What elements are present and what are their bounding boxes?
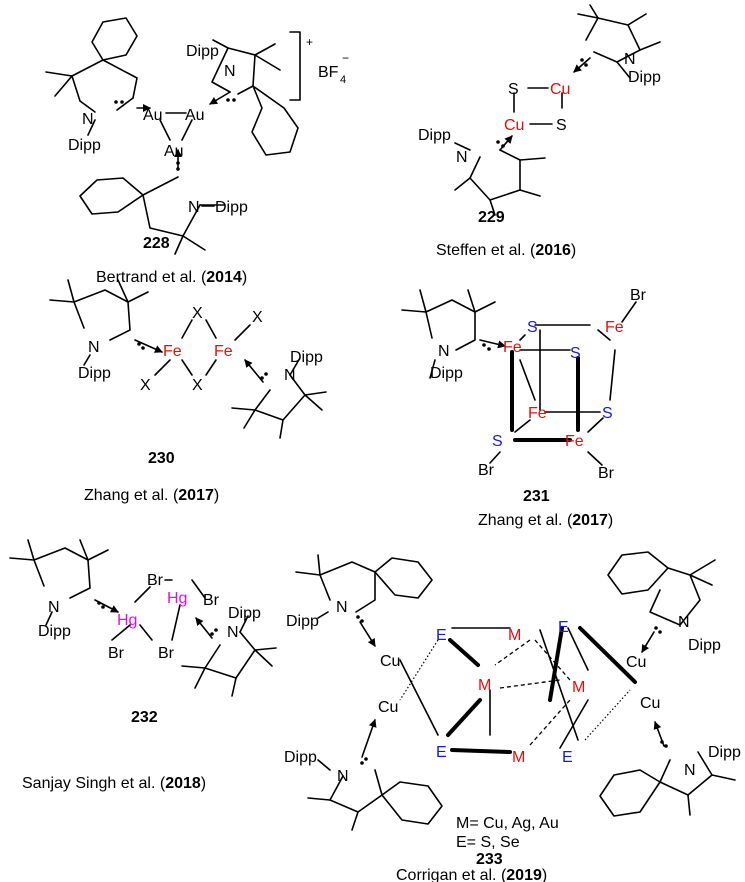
bf4-label: BF: [318, 64, 339, 81]
br-label: Br: [147, 572, 164, 589]
dipp-label: Dipp: [284, 749, 317, 766]
s-label: S: [556, 117, 567, 134]
cu-label: Cu: [550, 81, 570, 98]
dipp-label: Dipp: [286, 613, 319, 630]
fe-label: Fe: [605, 319, 624, 336]
br-label: Br: [598, 465, 615, 482]
m-label: M: [508, 627, 521, 644]
br-label: Br: [158, 645, 175, 662]
caption-228: Bertrand et al. (2014): [96, 269, 247, 286]
compound-number: 232: [131, 709, 158, 726]
dipp-label: Dipp: [215, 199, 248, 216]
compound-229: [454, 4, 661, 216]
dipp-label: Dipp: [418, 127, 451, 144]
au-label: Au: [164, 143, 184, 160]
x-label: X: [252, 309, 263, 326]
bf4-subscript: 4: [340, 74, 346, 86]
n-label: N: [438, 343, 450, 360]
hg-label: Hg: [117, 612, 137, 629]
e-label: E: [436, 627, 447, 644]
dipp-label: Dipp: [430, 365, 463, 382]
s-label: S: [527, 319, 538, 336]
e-label: E: [562, 749, 573, 766]
cation-charge: +: [306, 35, 313, 49]
compound-230: [49, 279, 327, 439]
compound-231: [401, 289, 637, 466]
s-label: S: [570, 345, 581, 362]
fe-label: Fe: [503, 339, 522, 356]
dipp-label: Dipp: [68, 137, 101, 154]
e-label: E: [436, 744, 447, 761]
hg-label: Hg: [167, 590, 187, 607]
dipp-label: Dipp: [38, 623, 71, 640]
compound-232: [9, 539, 277, 697]
n-label: N: [227, 624, 239, 641]
cu-label: Cu: [504, 117, 524, 134]
s-label: S: [492, 433, 503, 450]
br-label: Br: [108, 645, 125, 662]
legend-line: E= S, Se: [456, 834, 520, 851]
n-label: N: [337, 768, 349, 785]
br-label: Br: [203, 592, 220, 609]
caption-233: Corrigan et al. (2019): [396, 867, 547, 882]
caption-230: Zhang et al. (2017): [84, 487, 219, 504]
x-label: X: [192, 305, 203, 322]
n-label: N: [336, 599, 348, 616]
au-label: Au: [143, 107, 163, 124]
compound-number: 233: [476, 851, 503, 868]
n-label: N: [684, 762, 696, 779]
bf4-charge: −: [342, 51, 349, 65]
n-label: N: [678, 614, 690, 631]
caption-232: Sanjay Singh et al. (2018): [22, 775, 206, 792]
dipp-label: Dipp: [228, 605, 261, 622]
m-label: M: [512, 749, 525, 766]
fe-label: Fe: [528, 405, 547, 422]
compound-number: 230: [148, 450, 175, 467]
compound-228: [45, 17, 301, 255]
m-label: M: [478, 677, 491, 694]
au-label: Au: [185, 107, 205, 124]
n-label: N: [188, 199, 200, 216]
dipp-label: Dipp: [628, 69, 661, 86]
cu-label: Cu: [378, 699, 398, 716]
compound-233: [295, 551, 736, 831]
cu-label: Cu: [640, 695, 660, 712]
br-label: Br: [630, 287, 647, 304]
fe-label: Fe: [163, 343, 182, 360]
n-label: N: [224, 63, 236, 80]
fe-label: Fe: [565, 433, 584, 450]
n-label: N: [48, 599, 60, 616]
dipp-label: Dipp: [290, 349, 323, 366]
dipp-label: Dipp: [708, 744, 741, 761]
x-label: X: [140, 377, 151, 394]
caption-229: Steffen et al. (2016): [436, 242, 576, 259]
caption-231: Zhang et al. (2017): [478, 512, 613, 529]
e-label: E: [558, 619, 569, 636]
x-label: X: [192, 377, 203, 394]
fe-label: Fe: [214, 343, 233, 360]
n-label: N: [624, 51, 636, 68]
n-label: N: [82, 111, 94, 128]
m-label: M: [572, 679, 585, 696]
dipp-label: Dipp: [78, 365, 111, 382]
n-label: N: [456, 149, 468, 166]
dipp-label: Dipp: [688, 637, 721, 654]
s-label: S: [508, 81, 519, 98]
dipp-label: Dipp: [186, 43, 219, 60]
compound-number: 228: [143, 235, 170, 252]
legend-line: M= Cu, Ag, Au: [456, 815, 559, 832]
n-label: N: [88, 339, 100, 356]
cu-label: Cu: [626, 654, 646, 671]
compound-number: 229: [478, 209, 505, 226]
br-label: Br: [478, 462, 495, 479]
cu-label: Cu: [380, 653, 400, 670]
n-label: N: [284, 367, 296, 384]
compound-number: 231: [523, 488, 550, 505]
s-label: S: [602, 405, 613, 422]
